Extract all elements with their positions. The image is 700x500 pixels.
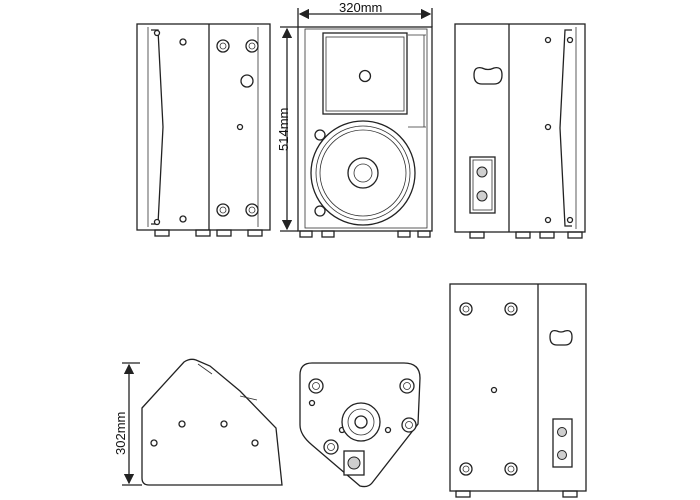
width-dimension-label: 320mm — [339, 0, 382, 15]
height-dimension-label: 514mm — [276, 108, 291, 151]
monitor-side-profile: 302mm — [113, 358, 283, 486]
monitor-rear-view — [449, 283, 587, 498]
side-view-right — [454, 23, 586, 239]
side-view-left — [136, 23, 271, 237]
monitor-front-angled — [299, 362, 421, 488]
front-view: 320mm 514mm — [276, 0, 433, 238]
depth-dimension-label: 302mm — [113, 412, 128, 455]
